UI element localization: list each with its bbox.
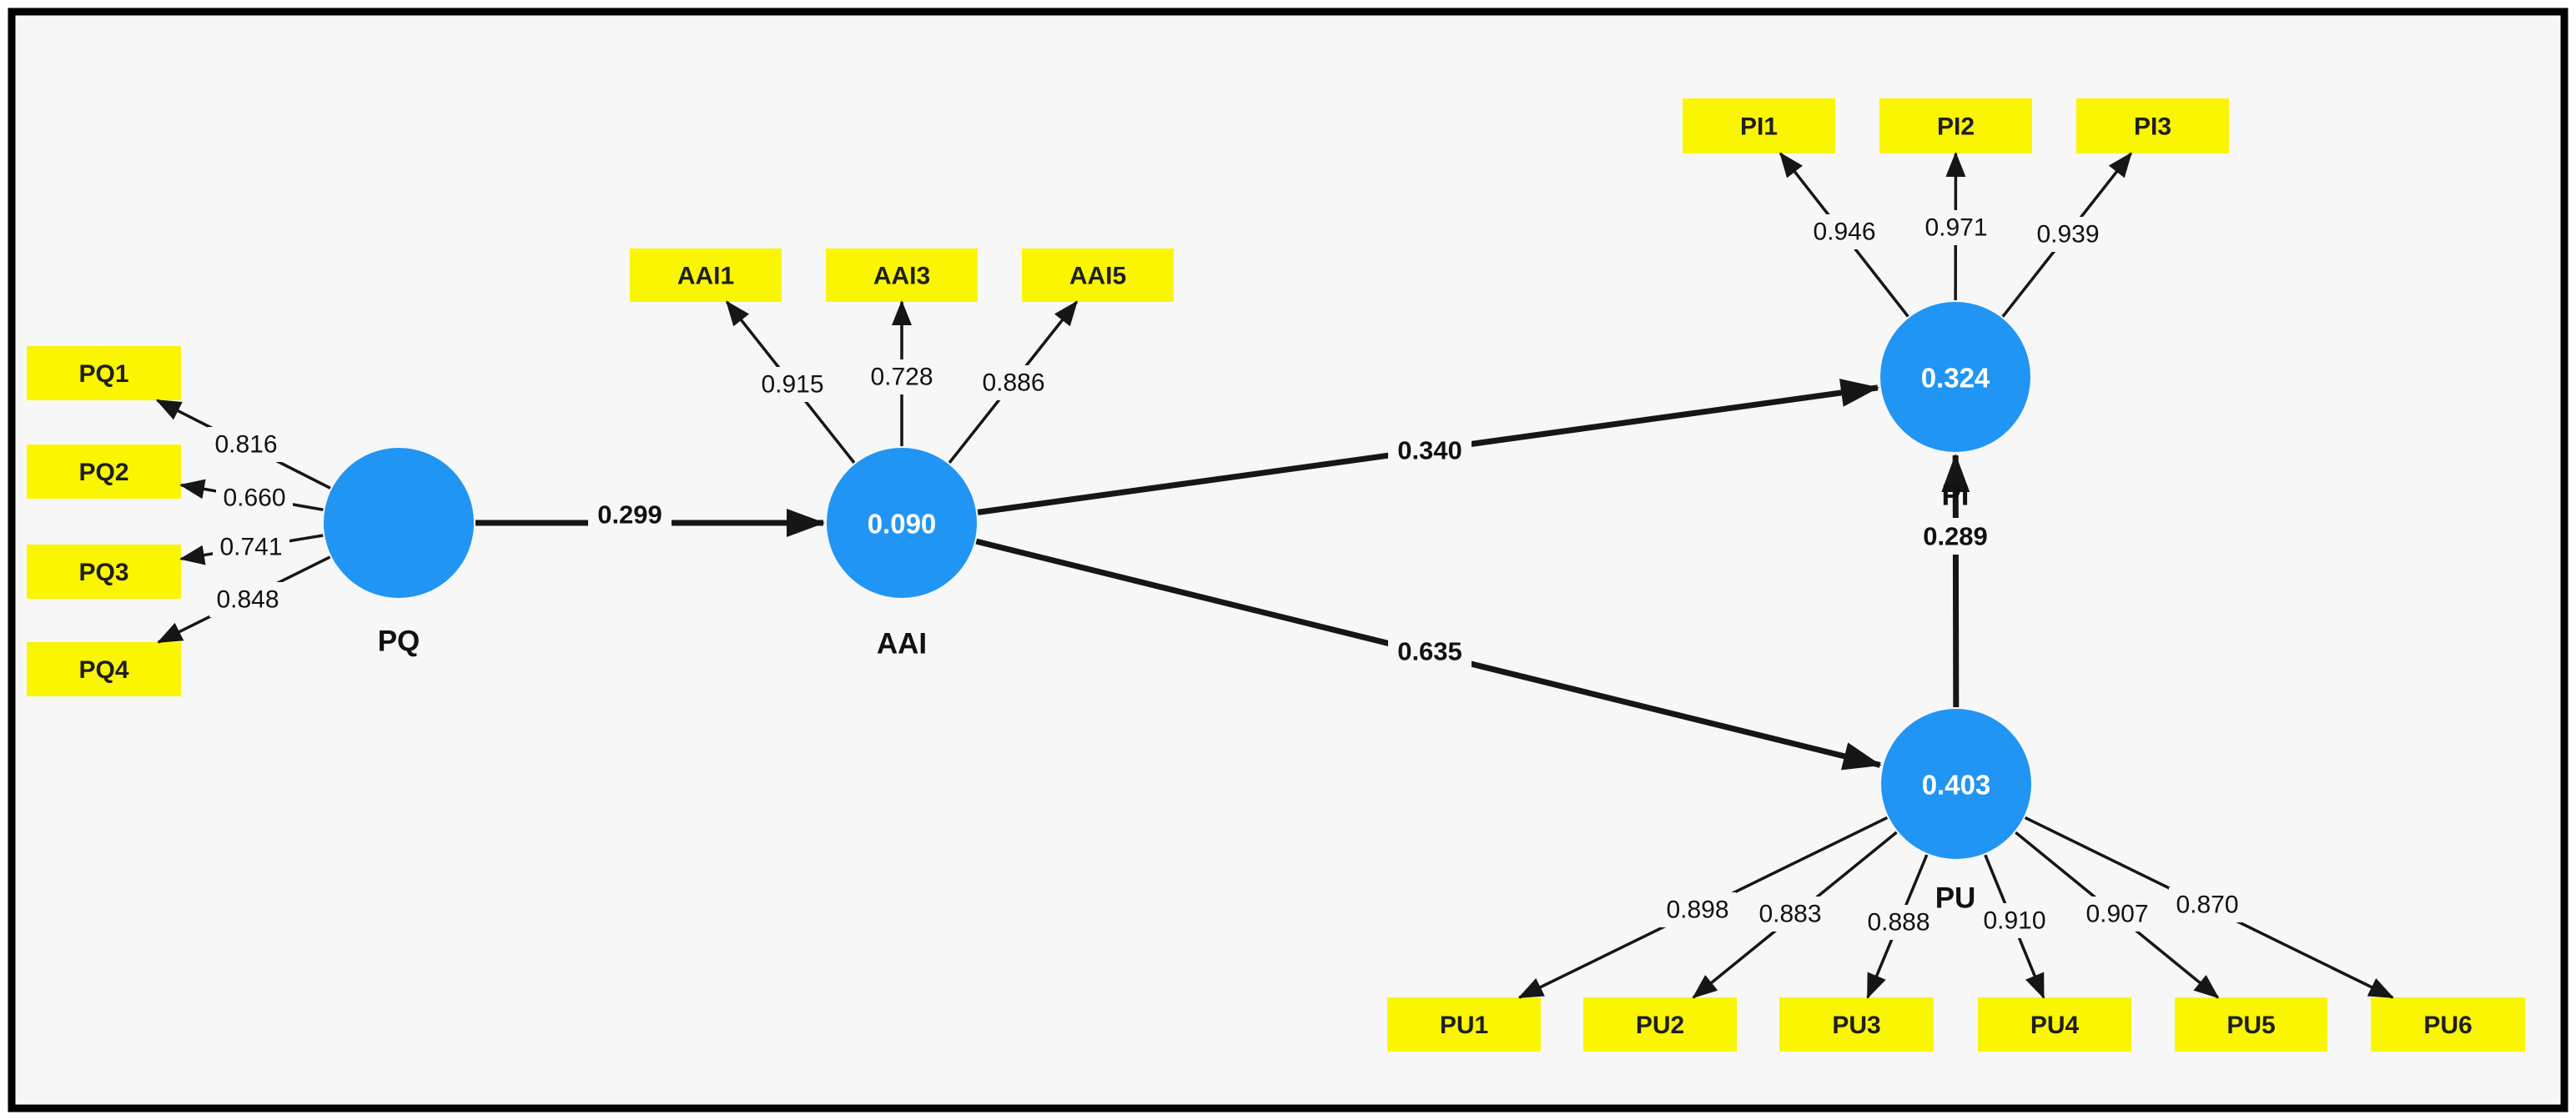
indicator-box-PI2[interactable]	[1879, 98, 2032, 153]
indicator-box-PU6[interactable]	[2371, 997, 2525, 1052]
construct-label-PQ: PQ	[378, 625, 420, 658]
loading-label-bg-AAI3	[863, 359, 940, 394]
indicator-box-PU3[interactable]	[1779, 997, 1934, 1052]
indicator-label-AAI5: AAI5	[1069, 263, 1126, 290]
loading-label-bg-PI1	[1806, 214, 1883, 249]
indicator-label-PI2: PI2	[1937, 113, 1975, 141]
indicator-box-AAI1[interactable]	[630, 249, 782, 302]
loading-label-PI3: 0.939	[2036, 221, 2099, 249]
loading-label-AAI5: 0.886	[982, 369, 1044, 397]
loading-label-PQ2: 0.660	[223, 485, 285, 512]
construct-label-AAI: AAI	[877, 628, 927, 660]
indicator-box-AAI3[interactable]	[826, 249, 978, 302]
indicator-box-PQ3[interactable]	[27, 545, 181, 599]
indicator-label-AAI3: AAI3	[873, 263, 930, 290]
indicator-box-PU1[interactable]	[1387, 997, 1541, 1052]
indicator-label-PQ3: PQ3	[78, 559, 128, 586]
loading-label-AAI3: 0.728	[870, 364, 933, 391]
indicator-label-PQ2: PQ2	[78, 459, 128, 486]
indicator-label-PU2: PU2	[1636, 1012, 1684, 1039]
path-coefficient-PQ-AAI: 0.299	[597, 500, 662, 530]
loading-label-bg-PI2	[1918, 210, 1995, 245]
loading-label-bg-PU2	[1752, 897, 1829, 932]
loading-label-bg-PU4	[1976, 903, 2053, 938]
loading-label-bg-PQ4	[209, 582, 286, 617]
loading-label-PU6: 0.870	[2176, 891, 2238, 919]
indicator-label-PU3: PU3	[1832, 1012, 1880, 1039]
indicator-box-PQ1[interactable]	[27, 346, 181, 400]
arrows	[155, 152, 2394, 999]
indicator-box-PU4[interactable]	[1978, 997, 2131, 1052]
indicator-label-PQ4: PQ4	[78, 656, 128, 684]
labels: 0.816 0.660 0.741 0.848 0.915 0.728 0.886 0.946…	[208, 210, 2246, 940]
loading-label-PI2: 0.971	[1924, 214, 1987, 242]
construct-label-PI: PI	[1941, 480, 1969, 512]
loading-label-bg-PQ2	[216, 480, 293, 515]
loading-label-PQ3: 0.741	[219, 534, 282, 561]
indicator-label-PQ1: PQ1	[78, 360, 128, 388]
construct-value-AAI: 0.090	[868, 509, 937, 540]
indicator-label-PU4: PU4	[2030, 1012, 2080, 1039]
path-coefficient-AAI-PU: 0.635	[1397, 637, 1462, 666]
loading-label-bg-PU3	[1860, 905, 1937, 940]
loading-label-bg-PQ1	[208, 427, 284, 462]
construct-value-PU: 0.403	[1922, 770, 1991, 801]
path-coefficient-bg-PQ-AAI	[588, 496, 672, 533]
loading-label-bg-AAI1	[754, 367, 831, 402]
indicator-box-PU2[interactable]	[1583, 997, 1737, 1052]
loading-label-PU5: 0.907	[2085, 901, 2148, 928]
indicator-label-PI3: PI3	[2134, 113, 2171, 141]
path-coefficient-bg-PU-PI	[1914, 518, 1997, 555]
path-coefficient-AAI-PI: 0.340	[1397, 436, 1462, 465]
loading-label-bg-PI3	[2030, 217, 2106, 252]
construct-node-PU[interactable]	[1881, 709, 2031, 859]
loading-label-PQ1: 0.816	[214, 431, 277, 459]
indicator-box-AAI5[interactable]	[1022, 249, 1174, 302]
loading-label-PU2: 0.883	[1758, 901, 1821, 928]
indicator-label-PI1: PI1	[1740, 113, 1778, 141]
loading-label-bg-PQ3	[213, 530, 289, 565]
construct-value-PI: 0.324	[1921, 363, 1990, 394]
loading-label-PI1: 0.946	[1813, 218, 1875, 246]
indicator-box-PQ2[interactable]	[27, 444, 181, 499]
path-coefficient-PU-PI: 0.289	[1923, 522, 1988, 551]
indicator-box-PI1[interactable]	[1683, 98, 1835, 153]
loading-label-AAI1: 0.915	[761, 371, 823, 399]
indicator-label-PU5: PU5	[2226, 1012, 2275, 1039]
loading-label-PU4: 0.910	[1983, 907, 2045, 935]
loading-label-PU1: 0.898	[1666, 897, 1728, 924]
indicator-label-AAI1: AAI1	[677, 263, 734, 290]
loading-label-bg-PU5	[2079, 897, 2156, 932]
loading-label-PQ4: 0.848	[216, 586, 279, 614]
indicator-box-PQ4[interactable]	[27, 642, 181, 696]
path-arrow-PU-PI	[1941, 453, 1970, 708]
loading-label-bg-AAI5	[975, 365, 1052, 400]
construct-node-AAI[interactable]	[827, 448, 977, 598]
loading-label-bg-PU6	[2169, 887, 2246, 922]
path-coefficient-bg-AAI-PU	[1388, 633, 1472, 670]
indicator-label-PU6: PU6	[2423, 1012, 2472, 1039]
loading-label-bg-PU1	[1659, 892, 1736, 927]
indicator-box-PI3[interactable]	[2076, 98, 2229, 153]
indicator-box-PU5[interactable]	[2175, 997, 2327, 1052]
loading-label-PU3: 0.888	[1867, 909, 1929, 937]
construct-node-PQ[interactable]	[324, 448, 474, 598]
path-coefficient-bg-AAI-PI	[1388, 432, 1472, 469]
indicator-label-PU1: PU1	[1440, 1012, 1488, 1039]
construct-node-PI[interactable]	[1880, 302, 2030, 452]
construct-label-PU: PU	[1935, 882, 1976, 915]
